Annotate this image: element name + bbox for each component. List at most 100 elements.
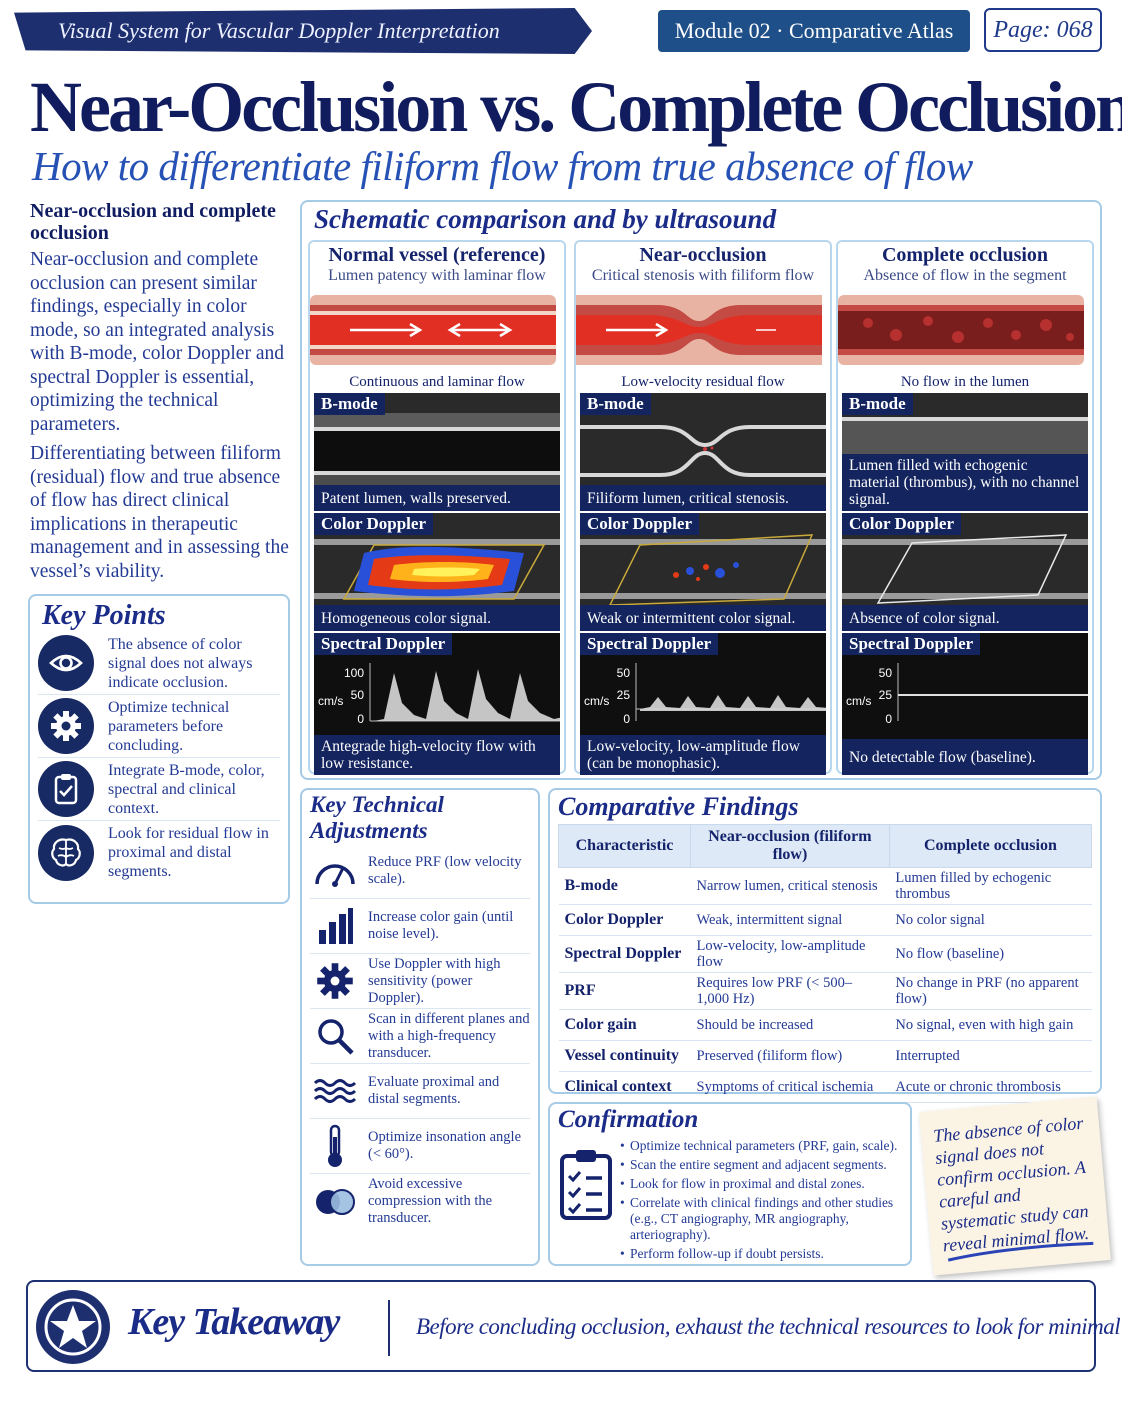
compression-icon — [310, 1187, 360, 1217]
checklist-icon — [560, 1150, 612, 1220]
bmode-panel: B-mode Filiform lumen, critical stenosis… — [580, 393, 826, 511]
adjustments-title: Key Technical Adjustments — [310, 792, 444, 843]
adjustment-text: Reduce PRF (low velocity scale). — [368, 854, 522, 887]
table-cell: Narrow lumen, critical stenosis — [690, 867, 890, 905]
intro-text: Near-occlusion and complete occlusion Ne… — [30, 200, 292, 589]
axis-tick: 25 — [617, 688, 631, 702]
axis-tick: 50 — [617, 666, 631, 680]
table-cell: Weak, intermittent signal — [690, 904, 890, 936]
table-cell: No flow (baseline) — [889, 935, 1092, 973]
table-row: Vessel continuity Preserved (filiform fl… — [558, 1040, 1092, 1072]
axis-unit: cm/s — [846, 694, 871, 708]
color-doppler-panel: Color Doppler Homogeneous color signal. — [314, 513, 560, 631]
technical-adjustments-box: Key Technical Adjustments Reduce PRF (lo… — [300, 788, 540, 1266]
bmode-caption: Lumen filled with echogenic material (th… — [842, 454, 1088, 511]
column-heading: Near-occlusion — [639, 244, 767, 266]
confirmation-box: Confirmation Optimize technical paramete… — [548, 1102, 912, 1266]
list-item: Perform follow-up if doubt persists. — [620, 1246, 908, 1262]
column-subheading: Lumen patency with laminar flow — [328, 267, 546, 284]
magnifier-icon — [310, 1016, 360, 1056]
table-cell: Lumen filled by echogenic thrombus — [889, 867, 1092, 905]
color-doppler-panel: Color Doppler Absence of color signal. — [842, 513, 1088, 631]
clipboard-icon — [38, 761, 94, 817]
key-point-text: The absence of color signal does not alw… — [108, 635, 253, 691]
table-cell: Clinical context — [558, 1071, 691, 1103]
adjustment-item: Increase color gain (until noise level). — [310, 899, 530, 954]
table-row: Spectral Doppler Low-velocity, low-ampli… — [558, 935, 1092, 973]
column-heading: Normal vessel (reference) — [328, 244, 546, 266]
table-header: Complete occlusion — [888, 824, 1093, 868]
bmode-panel: B-mode Patent lumen, walls preserved. — [314, 393, 560, 511]
table-cell: Color gain — [558, 1009, 691, 1041]
axis-unit: cm/s — [318, 694, 343, 708]
spectral-doppler-panel: 50 25 0 cm/s Spectral Doppler No detecta… — [842, 633, 1088, 775]
table-cell: Color Doppler — [558, 904, 691, 936]
confirmation-list: Optimize technical parameters (PRF, gain… — [620, 1138, 908, 1265]
sticky-note-text: The absence of color signal does not con… — [932, 1112, 1090, 1256]
spectral-doppler-tag: Spectral Doppler — [842, 633, 981, 655]
axis-tick: 0 — [885, 712, 892, 726]
key-point-text: Optimize technical parameters before con… — [108, 698, 230, 754]
gear-icon — [38, 698, 94, 754]
table-row: PRF Requires low PRF (< 500–1,000 Hz) No… — [558, 972, 1092, 1010]
intro-paragraph-1: Near-occlusion and complete occlusion ca… — [30, 249, 284, 435]
list-item: Look for flow in proximal and distal zon… — [620, 1176, 908, 1192]
adjustment-text: Increase color gain (until noise level). — [368, 909, 514, 942]
table-header-row: Characteristic Near-occlusion (filiform … — [558, 824, 1093, 868]
bmode-tag: B-mode — [314, 393, 385, 415]
brain-icon — [38, 824, 94, 881]
adjustment-text: Optimize insonation angle (< 60°). — [368, 1129, 522, 1162]
vessel-caption: No flow in the lumen — [900, 374, 1030, 390]
table-header: Characteristic — [558, 824, 691, 868]
table-cell: PRF — [558, 972, 691, 1010]
adjustment-text: Evaluate proximal and distal segments. — [368, 1074, 500, 1107]
spectral-doppler-panel: 100 50 0 cm/s Spectral Doppler Antegrade… — [314, 633, 560, 775]
adjustment-item: Reduce PRF (low velocity scale). — [310, 844, 530, 899]
page-number: Page: 068 — [984, 8, 1102, 52]
table-cell: Vessel continuity — [558, 1040, 691, 1072]
spectral-doppler-tag: Spectral Doppler — [314, 633, 453, 655]
confirmation-title: Confirmation — [558, 1106, 699, 1133]
column-subheading: Absence of flow in the segment — [863, 267, 1067, 284]
key-point-item: Optimize technical parameters before con… — [38, 695, 280, 758]
bmode-tag: B-mode — [842, 393, 913, 415]
key-point-item: Look for residual flow in proximal and d… — [38, 821, 280, 884]
bmode-caption: Filiform lumen, critical stenosis. — [580, 485, 826, 511]
axis-tick: 0 — [357, 712, 364, 726]
list-item: Optimize technical parameters (PRF, gain… — [620, 1138, 908, 1154]
axis-tick: 100 — [344, 666, 364, 680]
spectral-doppler-panel: 50 25 0 cm/s Spectral Doppler Low-veloci… — [580, 633, 826, 775]
color-doppler-tag: Color Doppler — [842, 513, 961, 535]
adjustment-item: Use Doppler with high sensitivity (power… — [310, 954, 530, 1009]
intro-heading: Near-occlusion and complete occlusion — [30, 200, 276, 244]
table-cell: B-mode — [558, 867, 691, 905]
bar-chart-icon — [310, 906, 360, 946]
adjustment-text: Avoid excessive compression with the tra… — [368, 1176, 493, 1226]
table-row: Color gain Should be increased No signal… — [558, 1009, 1092, 1041]
star-icon — [36, 1290, 110, 1364]
near-occlusion-vessel-illustration — [576, 295, 822, 365]
key-point-item: The absence of color signal does not alw… — [38, 632, 280, 695]
spectral-doppler-caption: Low-velocity, low-amplitude flow (can be… — [580, 735, 826, 775]
axis-tick: 50 — [879, 666, 893, 680]
color-doppler-caption: Homogeneous color signal. — [314, 605, 560, 631]
bmode-panel: B-mode Lumen filled with echogenic mater… — [842, 393, 1088, 511]
eye-icon — [38, 635, 94, 691]
table-cell: Spectral Doppler — [558, 935, 691, 973]
complete-occlusion-vessel-illustration — [838, 295, 1084, 365]
color-doppler-panel: Color Doppler Weak or intermittent color… — [580, 513, 826, 631]
column-complete-occlusion: Complete occlusion Absence of flow in th… — [836, 240, 1094, 775]
key-point-text: Integrate B-mode, color, spectral and cl… — [108, 761, 265, 817]
axis-tick: 50 — [351, 688, 365, 702]
table-cell: Low-velocity, low-amplitude flow — [690, 935, 890, 973]
sticky-note: The absence of color signal does not con… — [919, 1096, 1111, 1276]
intro-paragraph-2: Differentiating between filiform (residu… — [30, 443, 289, 582]
adjustment-item: Optimize insonation angle (< 60°). — [310, 1119, 530, 1174]
column-heading: Complete occlusion — [881, 244, 1049, 266]
gear-icon — [310, 961, 360, 1001]
table-cell: No change in PRF (no apparent flow) — [889, 972, 1092, 1010]
vessel-caption: Low-velocity residual flow — [621, 374, 785, 390]
adjustment-item: Scan in different planes and with a high… — [310, 1009, 530, 1064]
module-label: Module 02 · Comparative Atlas — [658, 10, 970, 52]
header-banner: Visual System for Vascular Doppler Inter… — [14, 8, 592, 54]
